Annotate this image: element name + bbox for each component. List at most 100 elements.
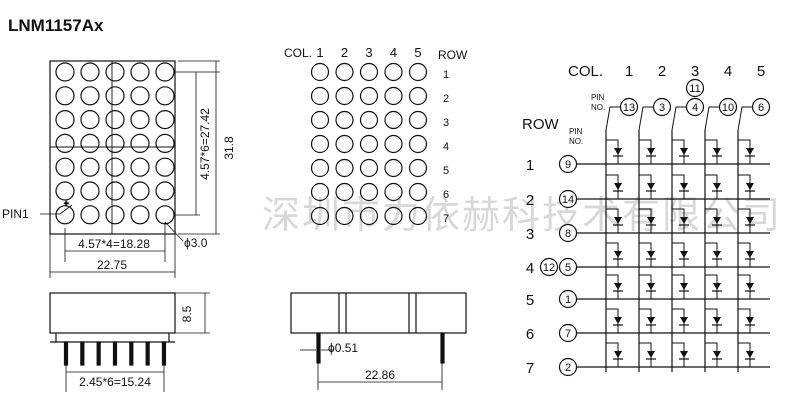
middle-dot <box>384 86 403 106</box>
led-diode-symbol <box>746 183 754 190</box>
diode-branch <box>606 308 619 333</box>
row-pin-circle <box>558 154 578 174</box>
led-diode-symbol <box>647 148 655 155</box>
pin1-marker: + <box>64 199 69 208</box>
diode-branch <box>738 139 751 164</box>
middle-dot <box>408 110 428 130</box>
schematic-row-number: 6 <box>526 326 534 343</box>
row-pin-no-line2: NO. <box>569 137 583 146</box>
led-diode-symbol <box>614 317 622 324</box>
led-diode-symbol <box>614 351 622 358</box>
diode-branch <box>672 342 685 367</box>
side-pin <box>161 341 167 366</box>
row-pin-number: 7 <box>565 328 571 340</box>
middle-dot <box>359 206 379 226</box>
led-diode-symbol <box>713 283 721 290</box>
front-dot <box>130 157 150 177</box>
middle-dot <box>310 182 330 202</box>
led-diode-symbol <box>680 183 688 190</box>
diode-branch <box>639 308 652 333</box>
col-pin-leader <box>605 106 620 131</box>
led-diode-symbol <box>614 283 622 290</box>
part-number-title: LNM1157Ax <box>8 16 104 35</box>
front-dot <box>55 133 75 153</box>
middle-dot <box>335 134 354 154</box>
led-diode-symbol <box>614 217 622 224</box>
front-dot <box>105 157 125 177</box>
middle-row-number: 2 <box>443 93 449 105</box>
front-dot <box>155 86 175 106</box>
row-pin-number: 2 <box>565 362 571 374</box>
watermark-text: 深圳市力依赫科技术有限公司 <box>262 195 782 237</box>
middle-dot <box>310 206 330 226</box>
row-pin-circle <box>558 189 578 209</box>
front-dot <box>155 109 175 130</box>
middle-row-number: 7 <box>443 213 449 225</box>
dim-front-width-dots: 4.57*4=18.28 <box>78 237 150 251</box>
dim-front-height-total: 31.8 <box>222 136 236 160</box>
front-dot <box>130 62 150 82</box>
row-pin-circle <box>558 289 578 309</box>
pin1-label: PIN1 <box>2 207 29 221</box>
middle-dot <box>408 134 428 154</box>
middle-col-number: 4 <box>390 45 397 60</box>
schematic-row-number: 4 <box>526 260 534 277</box>
middle-dot <box>335 158 354 178</box>
diode-branch <box>705 139 718 164</box>
col-pin-circle <box>751 97 771 117</box>
front-dot <box>155 133 175 153</box>
diode-branch <box>738 242 751 267</box>
led-diode-symbol <box>647 351 655 358</box>
led-diode-symbol <box>746 148 754 155</box>
middle-dot <box>408 206 428 226</box>
side-pin <box>112 341 118 366</box>
front-dot <box>55 62 75 82</box>
col-pin-no-line1: PIN <box>591 93 605 102</box>
front-dot <box>155 62 175 82</box>
front-dot <box>80 133 100 153</box>
diode-branch <box>738 274 751 299</box>
middle-row-number: 6 <box>443 189 449 201</box>
diode-branch <box>672 274 685 299</box>
front-dot-grid: + <box>55 62 175 225</box>
middle-dot <box>310 158 330 178</box>
schematic-col-number: 1 <box>625 63 633 80</box>
front-dot <box>80 86 100 106</box>
middle-row-number: 5 <box>443 165 449 177</box>
front-dot <box>55 205 75 225</box>
led-diode-symbol <box>746 351 754 358</box>
led-diode-symbol <box>680 217 688 224</box>
diode-branch <box>606 342 619 367</box>
side-pin <box>96 341 101 366</box>
led-diode-symbol <box>746 217 754 224</box>
middle-col-number: 3 <box>365 45 372 60</box>
row-pin-number: 14 <box>562 194 574 206</box>
led-diode-symbol <box>614 183 622 190</box>
middle-dot <box>408 86 428 106</box>
dim-front-height-dots: 4.57*6=27.42 <box>198 108 212 180</box>
middle-dot <box>408 182 428 202</box>
front-dot <box>105 109 125 130</box>
col3-extra-pin-circle <box>685 78 705 98</box>
led-diode-symbol <box>746 251 754 258</box>
diode-branch <box>639 342 652 367</box>
led-diode-symbol <box>713 148 721 155</box>
front-dot <box>105 62 125 82</box>
diode-branch <box>672 242 685 267</box>
col3-extra-pin-number: 11 <box>689 83 700 95</box>
col-pin-circle <box>619 97 639 117</box>
middle-dot <box>384 182 403 202</box>
led-diode-symbol <box>713 351 721 358</box>
schematic-row-number: 2 <box>526 192 534 209</box>
schematic-row-number: 7 <box>526 360 534 377</box>
schematic-row-label: ROW <box>522 116 560 133</box>
row-pin-number: 5 <box>565 262 571 274</box>
side-pin <box>63 341 69 366</box>
diode-branch <box>606 139 619 164</box>
middle-row-label: ROW <box>438 48 468 62</box>
middle-dot <box>359 110 379 130</box>
row-pin-circle <box>558 223 578 243</box>
